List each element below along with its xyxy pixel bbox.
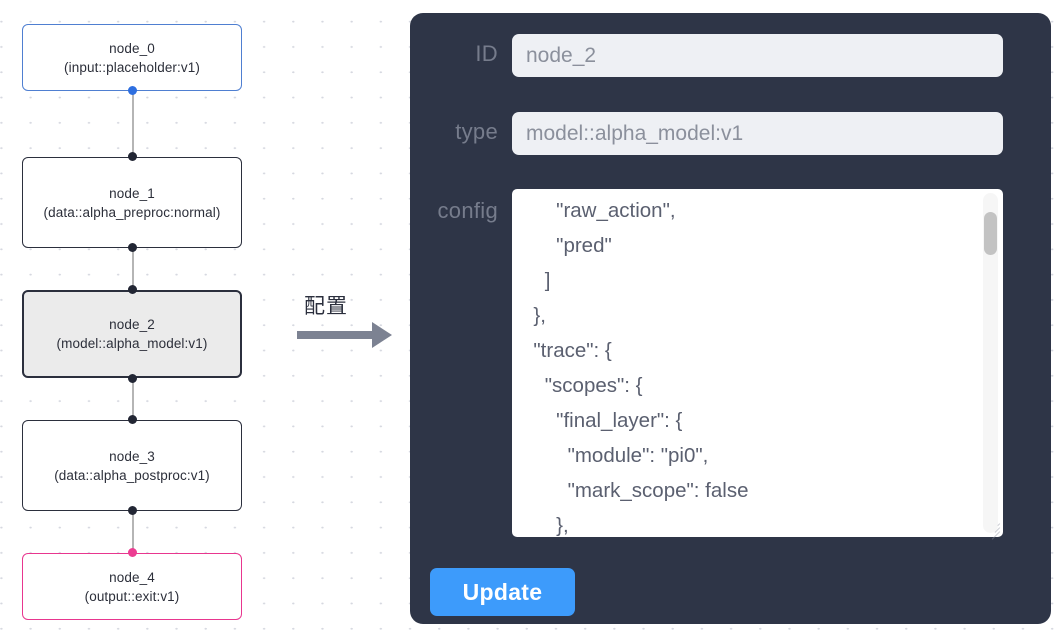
arrow-head-icon	[372, 322, 392, 348]
port-node_3-out[interactable]	[128, 506, 137, 515]
type-input[interactable]	[512, 112, 1003, 155]
graph-node-node_0[interactable]: node_0 (input::placeholder:v1)	[22, 24, 242, 91]
graph-node-node_4[interactable]: node_4 (output::exit:v1)	[22, 553, 242, 620]
graph-node-type: (output::exit:v1)	[84, 588, 180, 604]
graph-node-id: node_0	[109, 40, 155, 56]
pipeline-graph-canvas[interactable]: node_0 (input::placeholder:v1) node_1 (d…	[0, 0, 290, 643]
graph-node-type: (data::alpha_postproc:v1)	[54, 467, 210, 483]
port-node_1-in[interactable]	[128, 152, 137, 161]
port-node_1-out[interactable]	[128, 243, 137, 252]
port-node_2-out[interactable]	[128, 374, 137, 383]
port-node_4-in[interactable]	[128, 548, 137, 557]
config-field-label: config	[437, 198, 498, 223]
edge-node3-node4	[131, 511, 134, 549]
transition-label: 配置	[304, 295, 348, 318]
resize-handle-icon[interactable]	[985, 519, 1001, 540]
graph-node-node_1[interactable]: node_1 (data::alpha_preproc:normal)	[22, 157, 242, 248]
type-field-label: type	[455, 119, 498, 144]
graph-node-type: (data::alpha_preproc:normal)	[43, 204, 221, 220]
field-row-id: ID	[410, 34, 1051, 77]
config-textarea[interactable]: "raw_action", "pred" ] }, "trace": { "sc…	[512, 189, 1003, 537]
port-node_2-in[interactable]	[128, 285, 137, 294]
graph-node-id: node_1	[109, 185, 155, 201]
graph-node-type: (input::placeholder:v1)	[64, 59, 200, 75]
graph-node-node_3[interactable]: node_3 (data::alpha_postproc:v1)	[22, 420, 242, 511]
graph-node-node_2[interactable]: node_2 (model::alpha_model:v1)	[22, 290, 242, 378]
arrow-shaft	[297, 331, 373, 339]
edge-node0-node1	[131, 91, 134, 157]
graph-node-id: node_3	[109, 448, 155, 464]
field-row-config: config "raw_action", "pred" ] }, "trace"…	[410, 189, 1051, 540]
edge-node2-node3	[131, 378, 134, 418]
graph-node-type: (model::alpha_model:v1)	[56, 336, 208, 351]
transition-arrow-group: 配置	[290, 290, 400, 360]
field-row-type: type	[410, 112, 1051, 155]
config-scrollbar-thumb[interactable]	[984, 212, 997, 255]
config-scrollbar-track[interactable]	[983, 193, 998, 533]
graph-node-id: node_4	[109, 569, 155, 585]
config-textarea-wrapper: "raw_action", "pred" ] }, "trace": { "sc…	[512, 189, 1003, 540]
port-node_0-out[interactable]	[128, 86, 137, 95]
id-input[interactable]	[512, 34, 1003, 77]
edge-node1-node2	[131, 248, 134, 290]
update-button[interactable]: Update	[430, 568, 575, 616]
port-node_3-in[interactable]	[128, 415, 137, 424]
id-field-label: ID	[475, 41, 498, 66]
node-config-panel: ID type config "raw_action", "pred" ] },…	[410, 13, 1051, 624]
graph-node-id: node_2	[109, 317, 155, 332]
